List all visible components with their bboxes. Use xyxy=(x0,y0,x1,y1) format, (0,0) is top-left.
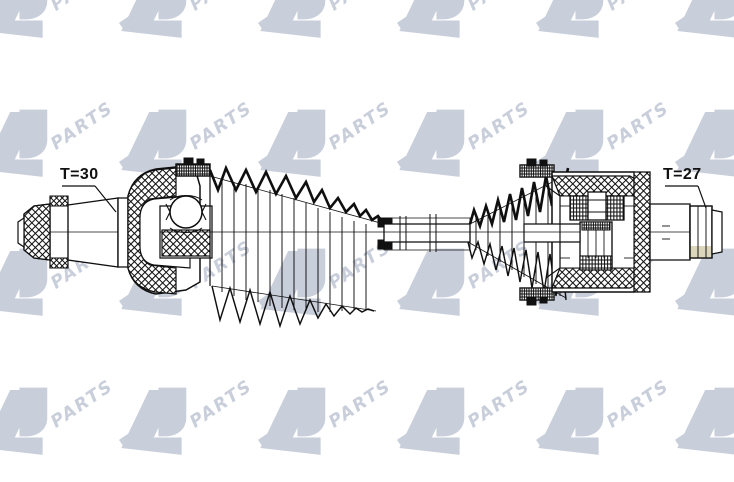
outer-cv-joint-ball-section xyxy=(127,165,213,295)
intermediate-shaft xyxy=(383,214,471,252)
small-boot-clamp xyxy=(519,158,555,306)
left-threaded-stub-nut xyxy=(17,195,69,269)
large-accordion-boot xyxy=(208,164,386,329)
leader-line-left xyxy=(62,185,117,213)
leader-line-right xyxy=(665,185,707,209)
left-spline-count-label: T=30 xyxy=(60,166,99,183)
right-spline-count-label: T=27 xyxy=(663,166,702,183)
inner-tripod-joint-housing xyxy=(523,171,651,293)
large-boot-clamp xyxy=(175,157,211,177)
